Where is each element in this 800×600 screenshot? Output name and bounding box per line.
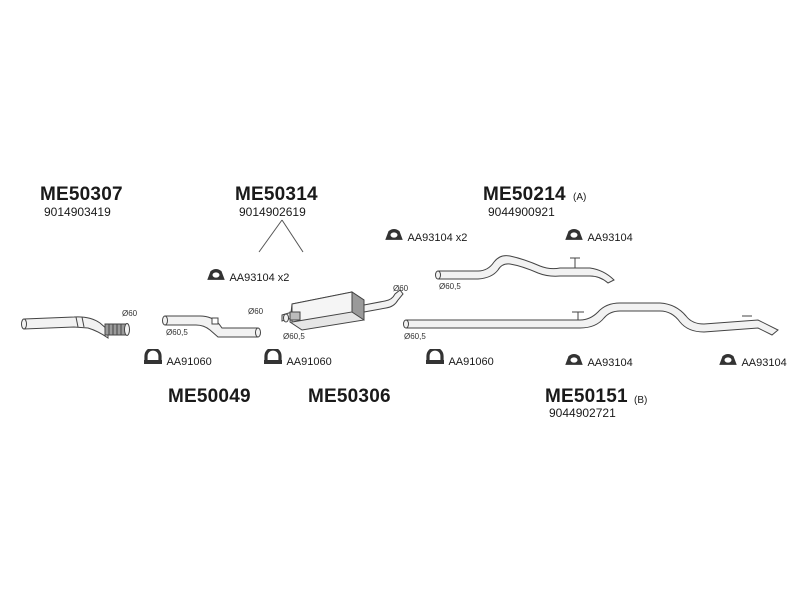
rear-pipe-b-drawing bbox=[403, 302, 779, 336]
part-number-rear-a: 9044900921 bbox=[488, 205, 555, 219]
part-number-rear-b: 9044902721 bbox=[549, 406, 616, 420]
rubber-mount-icon bbox=[207, 269, 225, 280]
intermediate-pipe-drawing bbox=[162, 315, 261, 338]
mount-rear-a-right-label: AA93104 bbox=[587, 232, 633, 244]
part-number-front-pipe: 9014903419 bbox=[44, 205, 111, 219]
mount-rear-b-right: AA93104 bbox=[719, 353, 787, 371]
part-number-middle-group: 9014902619 bbox=[239, 205, 306, 219]
rubber-mount-icon bbox=[719, 354, 737, 365]
mount-middle: AA93104 x2 bbox=[207, 268, 289, 286]
clamp-1: AA91060 bbox=[142, 347, 212, 370]
clamp-1-label: AA91060 bbox=[166, 356, 212, 368]
pipe-clamp-icon bbox=[424, 347, 446, 366]
mount-rear-b-mid-label: AA93104 bbox=[587, 357, 633, 369]
rubber-mount-icon bbox=[565, 229, 583, 240]
part-code-rear-b: ME50151 bbox=[545, 386, 628, 407]
rubber-mount-icon bbox=[385, 229, 403, 240]
group-connector-lines bbox=[258, 219, 304, 253]
clamp-2: AA91060 bbox=[262, 347, 332, 370]
diameter-label: Ø60 bbox=[393, 284, 409, 293]
clamp-3: AA91060 bbox=[424, 347, 494, 370]
diameter-label: Ø60,5 bbox=[404, 332, 426, 341]
rubber-mount-icon bbox=[565, 354, 583, 365]
pipe-clamp-icon bbox=[142, 347, 164, 366]
part-suffix-rear-b: (B) bbox=[634, 395, 648, 406]
part-code-middle-group: ME50314 bbox=[235, 184, 318, 205]
clamp-3-label: AA91060 bbox=[448, 356, 494, 368]
mount-middle-label: AA93104 x2 bbox=[229, 272, 290, 284]
mount-rear-b-mid: AA93104 bbox=[565, 353, 633, 371]
rear-pipe-a-drawing bbox=[435, 255, 615, 284]
part-code-rear-a: ME50214 bbox=[483, 184, 566, 205]
part-code-silencer: ME50306 bbox=[308, 386, 391, 407]
mount-rear-b-right-label: AA93104 bbox=[741, 357, 787, 369]
mount-rear-a-right: AA93104 bbox=[565, 228, 633, 246]
diameter-label: Ø60,5 bbox=[439, 282, 461, 291]
diameter-label: Ø60,5 bbox=[283, 332, 305, 341]
mount-rear-a-left: AA93104 x2 bbox=[385, 228, 467, 246]
diameter-label: Ø60 bbox=[248, 307, 264, 316]
clamp-2-label: AA91060 bbox=[286, 356, 332, 368]
silencer-drawing bbox=[281, 289, 404, 331]
pipe-clamp-icon bbox=[262, 347, 284, 366]
front-pipe-drawing bbox=[21, 316, 130, 339]
mount-rear-a-left-label: AA93104 x2 bbox=[407, 232, 468, 244]
part-code-front-pipe: ME50307 bbox=[40, 184, 123, 205]
diameter-label: Ø60,5 bbox=[166, 328, 188, 337]
part-suffix-rear-a: (A) bbox=[573, 192, 587, 203]
part-code-intermediate-pipe: ME50049 bbox=[168, 386, 251, 407]
diameter-label: Ø60 bbox=[122, 309, 138, 318]
